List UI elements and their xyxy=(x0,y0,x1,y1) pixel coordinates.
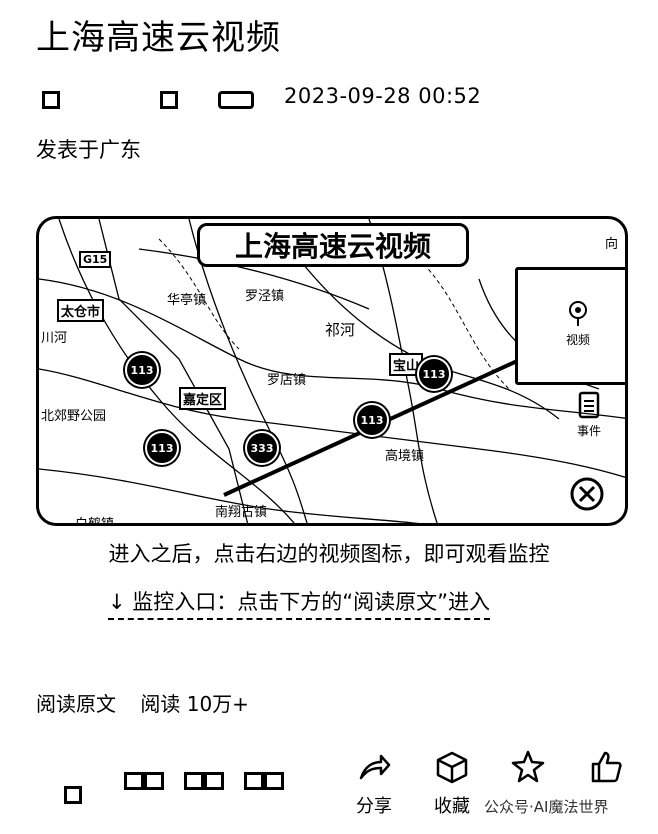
toggle-icon[interactable] xyxy=(244,772,284,790)
district-label: 宝山 xyxy=(389,353,424,376)
road-label: G15 xyxy=(79,251,112,268)
sparkle-icon xyxy=(511,750,545,783)
read-info: 阅读原文 阅读 10万+ xyxy=(36,688,267,717)
favorite-label: 收藏 xyxy=(434,796,470,817)
favorite-button[interactable]: 收藏 xyxy=(422,750,482,818)
sparkle-button[interactable] xyxy=(498,750,558,788)
share-icon xyxy=(359,754,391,780)
camera-icon xyxy=(569,301,587,326)
read-count: 阅读 10万+ xyxy=(140,692,249,716)
traffic-tool[interactable] xyxy=(557,477,617,514)
event-tool-label: 事件 xyxy=(576,424,601,438)
highway-marker[interactable]: 113 xyxy=(125,353,159,387)
highway-marker[interactable]: 113 xyxy=(355,403,389,437)
highway-marker[interactable]: 113 xyxy=(145,431,179,465)
map-place: 北郊野公园 xyxy=(41,409,107,424)
comment-icon[interactable] xyxy=(218,91,254,109)
article-title: 上海高速云视频 xyxy=(36,18,281,58)
video-tool-label: 视频 xyxy=(565,333,590,347)
map-place: 川河 xyxy=(41,331,68,346)
map-banner: 上海高速云视频 xyxy=(197,223,469,267)
like-button[interactable] xyxy=(576,750,636,788)
share-button[interactable]: 分享 xyxy=(344,750,404,818)
cube-icon xyxy=(436,751,468,784)
map-place: 向 xyxy=(605,237,619,252)
publish-date: 2023-09-28 00:52 xyxy=(284,84,482,108)
map-place: 白鹤镇 xyxy=(75,517,115,526)
map-place: 罗店镇 xyxy=(267,373,307,388)
map-place: 祁河 xyxy=(325,321,356,339)
document-icon xyxy=(578,391,600,419)
checkbox-icon[interactable] xyxy=(64,786,82,804)
traffic-icon xyxy=(570,477,604,511)
publish-location: 发表于广东 xyxy=(36,138,141,162)
highway-marker[interactable]: 113 xyxy=(417,357,451,391)
video-tool[interactable]: 视频 xyxy=(548,300,608,348)
video-tool-panel[interactable]: 视频 xyxy=(515,267,625,385)
instruction-caption: 进入之后，点击右边的视频图标，即可观看监控 xyxy=(108,542,550,566)
map-place: 罗泾镇 xyxy=(245,289,285,304)
map-screenshot[interactable]: 上海高速云视频 太仓市 嘉定区 宝山 G15 华亭镇 罗泾镇 祁河 罗店镇 高境… xyxy=(36,216,628,526)
district-label: 太仓市 xyxy=(57,299,105,322)
district-label: 嘉定区 xyxy=(179,387,227,410)
highway-marker[interactable]: 333 xyxy=(245,431,279,465)
toggle-icon[interactable] xyxy=(124,772,164,790)
map-place: 高境镇 xyxy=(385,449,425,464)
follow-icon[interactable] xyxy=(160,91,178,109)
map-place: 南翔古镇 xyxy=(215,505,268,520)
map-place: 华亭镇 xyxy=(167,293,207,308)
read-original-link[interactable]: 阅读原文 xyxy=(36,692,116,716)
author-avatar[interactable] xyxy=(42,91,60,109)
share-label: 分享 xyxy=(356,796,392,817)
entry-caption: ↓ 监控入口：点击下方的“阅读原文”进入 xyxy=(108,586,491,620)
thumbs-up-icon xyxy=(591,751,622,783)
action-bar: 分享 收藏 xyxy=(0,750,658,830)
toggle-icon[interactable] xyxy=(184,772,224,790)
event-tool[interactable]: 事件 xyxy=(559,391,619,439)
watermark: 公众号·AI魔法世界 xyxy=(484,798,609,816)
meta-row xyxy=(36,84,254,112)
